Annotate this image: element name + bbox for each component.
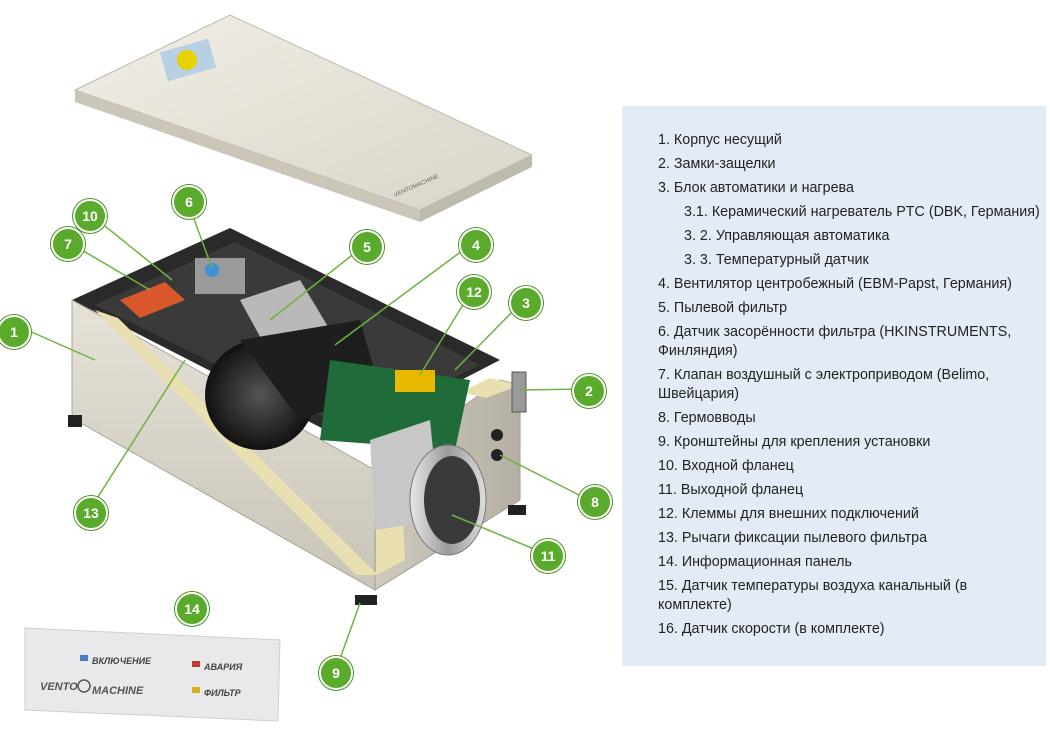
marker-8: 8	[578, 485, 612, 519]
legend-item: 3. 3. Температурный датчик	[622, 251, 1046, 270]
legend-item-text: Блок автоматики и нагрева	[674, 180, 854, 196]
legend-item-number: 3. 3.	[684, 251, 712, 270]
marker-13: 13	[74, 496, 108, 530]
legend-item-number: 16.	[658, 620, 678, 639]
product-illustration: VENTO MACHINE	[0, 0, 620, 744]
legend-item: 16. Датчик скорости (в комплекте)	[622, 620, 1030, 639]
marker-2: 2	[572, 374, 606, 408]
panel-brand-left: VENTO	[40, 681, 78, 693]
legend-item: 1. Корпус несущий	[622, 131, 1030, 150]
marker-10: 10	[73, 199, 107, 233]
legend-item: 15. Датчик температуры воздуха канальный…	[622, 577, 1030, 615]
legend-item: 13. Рычаги фиксации пылевого фильтра	[622, 529, 1030, 548]
legend-item-text: Датчик засорённости фильтра (HKINSTRUMEN…	[658, 324, 1011, 359]
legend-item-text: Выходной фланец	[681, 482, 803, 498]
unit-drawing: VENTO MACHINE	[0, 0, 620, 744]
legend-item-text: Корпус несущий	[674, 132, 782, 148]
legend-item-text: Датчик температуры воздуха канальный (в …	[658, 578, 967, 613]
marker-5: 5	[350, 230, 384, 264]
legend-item: 4. Вентилятор центробежный (EBM-Papst, Г…	[622, 275, 1030, 294]
legend-item: 8. Гермовводы	[622, 409, 1030, 428]
lid: VENTOMACHINE	[75, 15, 532, 222]
legend-item-number: 13.	[658, 529, 678, 548]
legend-item-number: 10.	[658, 457, 678, 476]
legend-item-number: 3.1.	[684, 203, 708, 222]
legend-item-number: 12.	[658, 505, 678, 524]
legend-item-text: Пылевой фильтр	[674, 300, 787, 316]
panel-status-alarm: АВАРИЯ	[203, 662, 243, 672]
legend-item: 5. Пылевой фильтр	[622, 299, 1030, 318]
marker-11: 11	[531, 539, 565, 573]
legend-item-number: 4.	[658, 275, 670, 294]
marker-14: 14	[175, 592, 209, 626]
legend-item: 9. Кронштейны для крепления установки	[622, 433, 1030, 452]
legend-item-text: Температурный датчик	[716, 252, 869, 268]
marker-4: 4	[459, 228, 493, 262]
legend-item-number: 1.	[658, 131, 670, 150]
legend-item: 12. Клеммы для внешних подключений	[622, 505, 1030, 524]
legend-item-text: Рычаги фиксации пылевого фильтра	[682, 530, 927, 546]
marker-12: 12	[457, 275, 491, 309]
legend-item-number: 11.	[658, 481, 677, 500]
legend-item-text: Входной фланец	[682, 458, 794, 474]
marker-3: 3	[509, 286, 543, 320]
legend-item: 11. Выходной фланец	[622, 481, 1030, 500]
legend-item: 3. 2. Управляющая автоматика	[622, 227, 1046, 246]
legend-item-text: Управляющая автоматика	[716, 228, 890, 244]
legend-item-number: 3.	[658, 179, 670, 198]
legend-item: 3. Блок автоматики и нагрева	[622, 179, 1030, 198]
legend-item-number: 8.	[658, 409, 670, 428]
legend-item-text: Датчик скорости (в комплекте)	[682, 621, 885, 637]
legend-item-number: 14.	[658, 553, 678, 572]
legend-item-number: 6.	[658, 323, 670, 342]
legend-item-text: Гермовводы	[674, 410, 756, 426]
legend-item-number: 9.	[658, 433, 670, 452]
legend-item-text: Замки-защелки	[674, 156, 776, 172]
information-panel: ВКЛЮЧЕНИЕ АВАРИЯ ФИЛЬТР VENTO MACHINE	[25, 628, 280, 721]
marker-9: 9	[319, 656, 353, 690]
legend-item-number: 5.	[658, 299, 670, 318]
legend-item-text: Клапан воздушный с электроприводом (Beli…	[658, 367, 989, 402]
panel-brand-right: MACHINE	[92, 685, 144, 697]
legend-item: 2. Замки-защелки	[622, 155, 1030, 174]
legend-item-number: 3. 2.	[684, 227, 712, 246]
legend-item: 7. Клапан воздушный с электроприводом (B…	[622, 366, 1030, 404]
legend-item-number: 15.	[658, 577, 678, 596]
legend-item-text: Информационная панель	[682, 554, 852, 570]
panel-status-filter: ФИЛЬТР	[204, 688, 242, 698]
legend-item: 3.1. Керамический нагреватель PTC (DBK, …	[622, 203, 1046, 222]
legend-item: 10. Входной фланец	[622, 457, 1030, 476]
legend-item: 14. Информационная панель	[622, 553, 1030, 572]
legend-item-number: 2.	[658, 155, 670, 174]
legend-item: 6. Датчик засорённости фильтра (HKINSTRU…	[622, 323, 1030, 361]
legend-item-number: 7.	[658, 366, 670, 385]
marker-7: 7	[51, 227, 85, 261]
legend-item-text: Керамический нагреватель PTC (DBK, Герма…	[712, 204, 1040, 220]
legend-item-text: Клеммы для внешних подключений	[682, 506, 919, 522]
legend-item-text: Кронштейны для крепления установки	[674, 434, 930, 450]
legend-item-text: Вентилятор центробежный (EBM-Papst, Герм…	[674, 276, 1012, 292]
panel-status-on: ВКЛЮЧЕНИЕ	[92, 656, 152, 666]
marker-6: 6	[172, 185, 206, 219]
